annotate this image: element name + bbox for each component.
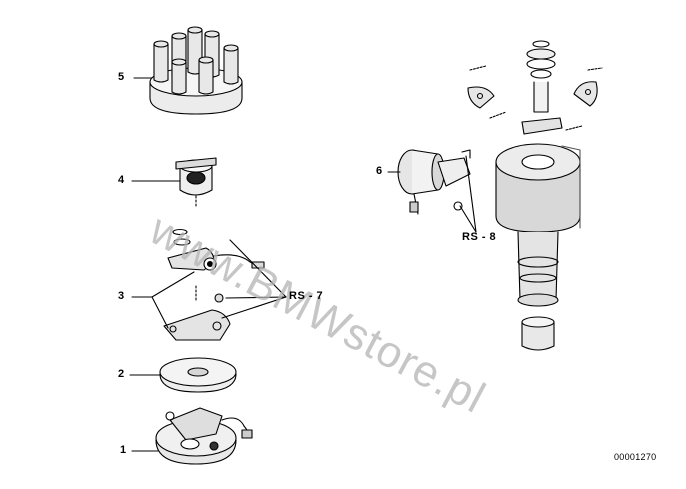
breaker-base-plate (155, 407, 253, 465)
callout-4: 4 (118, 174, 125, 186)
callout-rs7: RS - 7 (289, 290, 324, 302)
distributor-housing (467, 40, 603, 351)
dust-cover-plate (159, 357, 237, 393)
callout-rs8: RS - 8 (462, 231, 497, 243)
callout-6: 6 (376, 165, 383, 177)
rotor-arm (175, 157, 217, 207)
reference-number: 00001270 (614, 452, 657, 462)
contact-breaker-points (163, 228, 265, 341)
distributor-cap (149, 26, 243, 115)
callout-1: 1 (120, 444, 127, 456)
callout-2: 2 (118, 368, 125, 380)
vacuum-advance-unit (397, 149, 471, 215)
callout-3: 3 (118, 290, 125, 302)
callout-5: 5 (118, 71, 125, 83)
